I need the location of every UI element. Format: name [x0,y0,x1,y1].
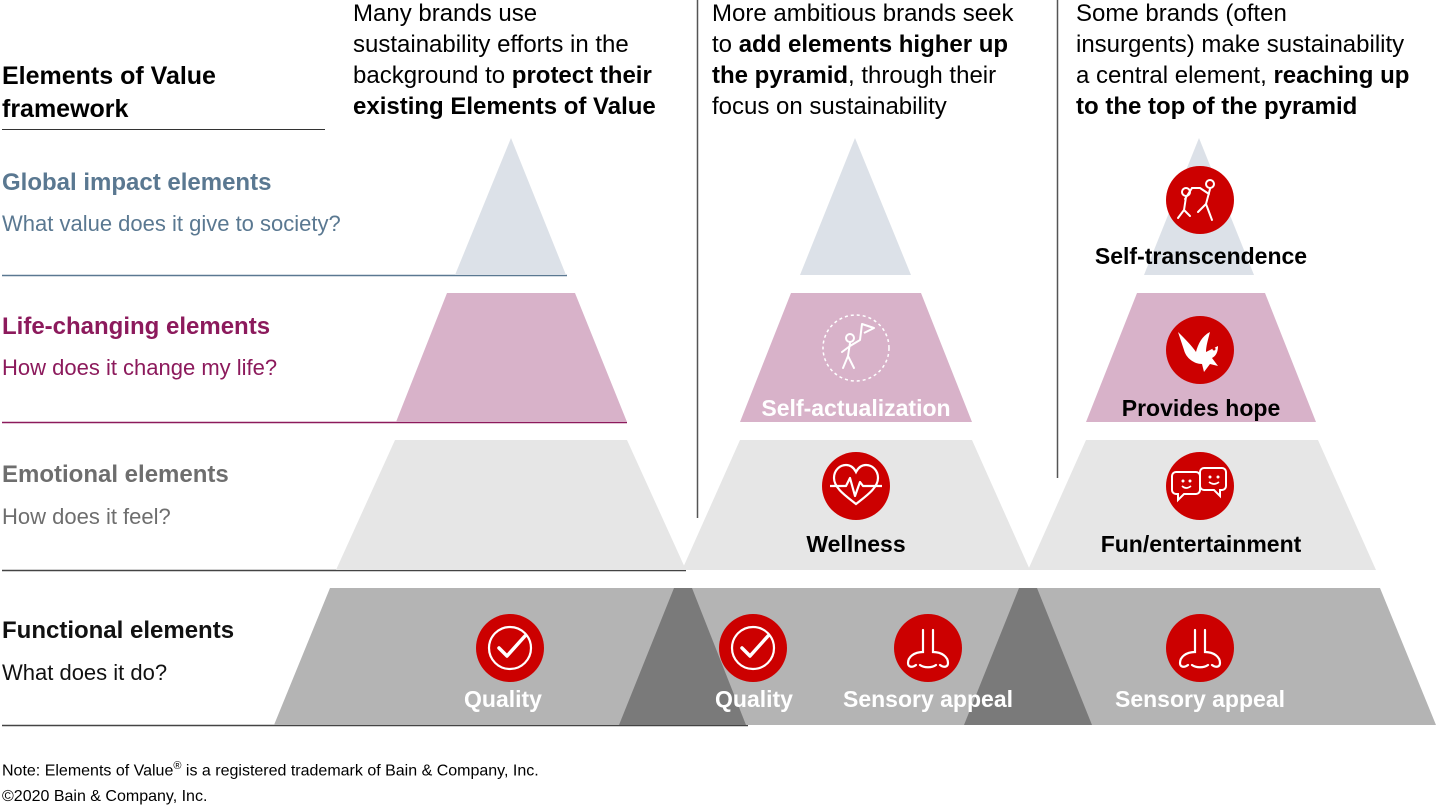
nose-icon [1166,614,1234,682]
tier-question-functional: What does it do? [2,660,168,685]
label-quality-1: Quality [464,686,542,712]
heartbeat-icon [822,452,890,520]
col2-line2: to add elements higher up [712,31,1009,58]
col2-line3: the pyramid, through their [712,62,997,89]
checkmark-badge-icon [476,614,544,682]
col1-line1: Many brands use [353,0,538,27]
col1-line2: sustainability efforts in the [353,31,629,58]
col1-line4: existing Elements of Value [353,93,656,120]
functional-overlap-2 [964,588,1092,725]
tier-name-life: Life-changing elements [2,313,271,340]
col3-line2: insurgents) make sustainability [1076,31,1405,58]
functional-overlap-1 [619,588,746,725]
tier-name-emotional: Emotional elements [2,461,229,488]
column-text-add-higher: More ambitious brands seek to add elemen… [712,0,1052,122]
framework-title: Elements of Value framework [2,60,322,126]
label-self-transcendence: Self-transcendence [1094,243,1308,269]
copyright-note: ©2020 Bain & Company, Inc. [2,788,208,805]
column-text-reach-top: Some brands (often insurgents) make sust… [1076,0,1438,122]
label-quality-2: Quality [715,686,793,712]
nose-icon [894,614,962,682]
pyramid2-life-tier [740,293,972,422]
label-wellness: Wellness [806,531,906,557]
tier-question-emotional: How does it feel? [2,504,171,529]
col2-line1: More ambitious brands seek [712,0,1014,27]
person-flag-icon [822,314,890,382]
tier-name-global: Global impact elements [2,169,272,196]
pyramid1-emotional-tier [336,440,686,570]
framework-title-line2: framework [2,95,129,123]
label-sensory-2: Sensory appeal [1114,686,1286,712]
framework-title-rule [2,129,325,130]
column-text-protect: Many brands use sustainability efforts i… [353,0,693,122]
label-sensory-1: Sensory appeal [842,686,1014,712]
pyramid1-global-tier [455,138,566,275]
col2-line4: focus on sustainability [712,93,947,120]
helping-hand-icon [1166,166,1234,234]
tier-name-functional: Functional elements [2,617,235,644]
tier-question-global: What value does it give to society? [2,211,341,236]
speech-bubbles-smile-icon [1166,452,1234,520]
col3-line3: a central element, reaching up [1076,62,1410,89]
framework-title-line1: Elements of Value [2,62,216,90]
trademark-note: Note: Elements of Value® is a registered… [2,760,539,780]
pyramid-protect [336,138,686,570]
label-self-actualization: Self-actualization [761,395,951,421]
label-fun-entertainment: Fun/entertainment [1100,531,1302,557]
label-provides-hope: Provides hope [1121,395,1281,421]
pyramid1-life-tier [396,293,627,422]
checkmark-badge-icon [719,614,787,682]
dove-icon [1166,316,1234,384]
pyramid2-global-tier [800,138,911,275]
tier-question-life: How does it change my life? [2,355,278,380]
col1-line3: background to protect their [353,62,652,89]
col3-line1: Some brands (often [1076,0,1287,27]
col3-line4: to the top of the pyramid [1076,93,1358,120]
